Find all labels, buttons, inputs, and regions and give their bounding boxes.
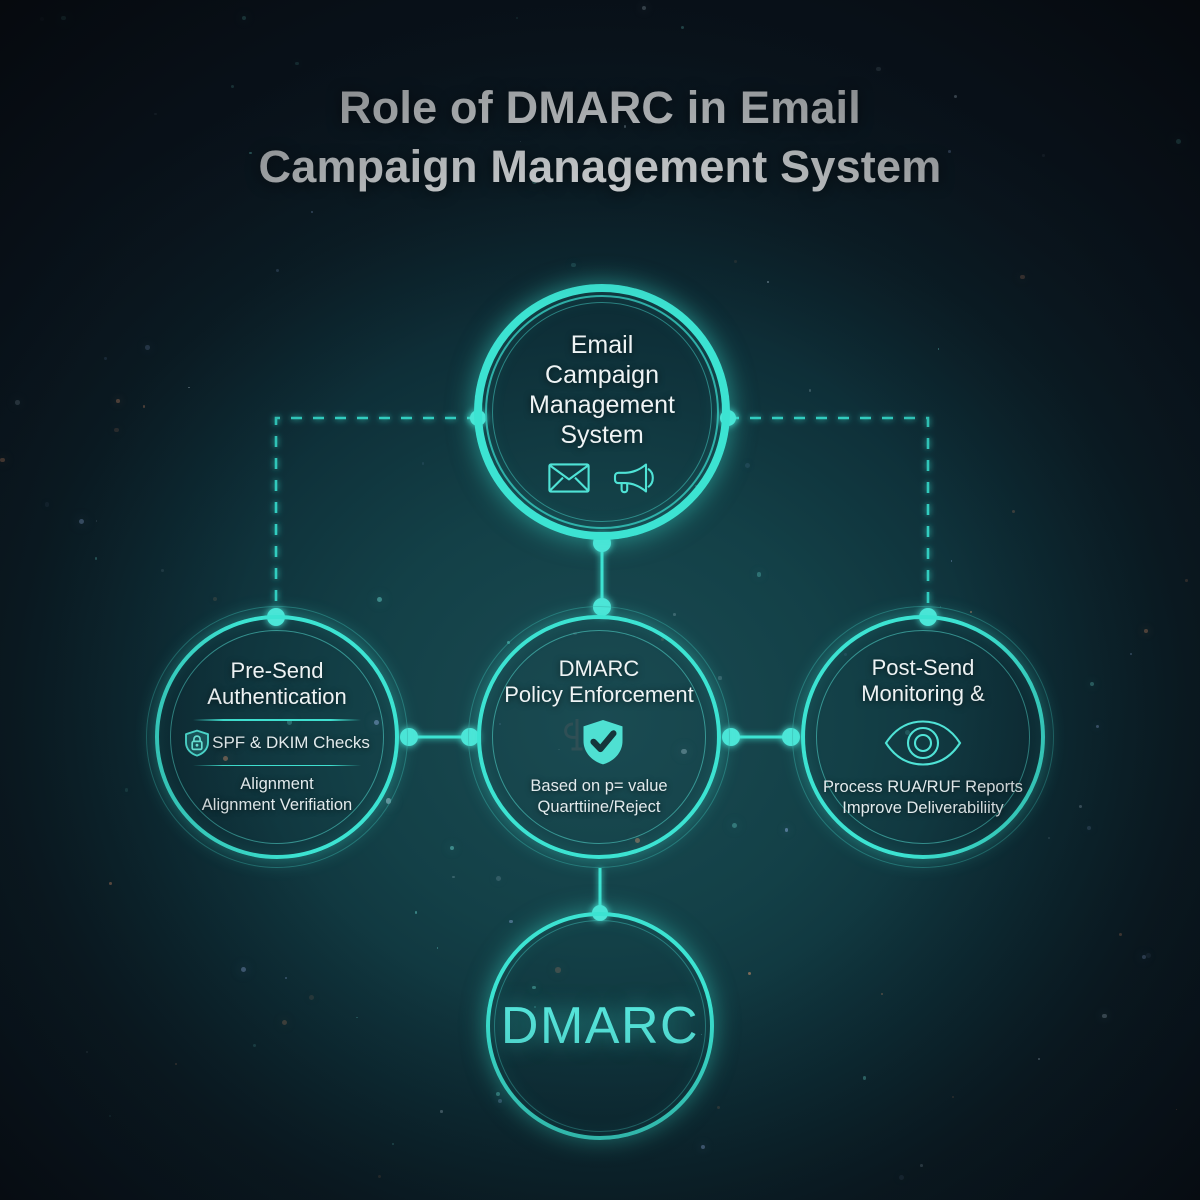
node-content: Email Campaign Management System bbox=[496, 306, 708, 518]
node-content: Pre-Send Authentication SPF & DKIM Check… bbox=[176, 636, 378, 838]
node-subtext-line: Quarttiine/Reject bbox=[537, 798, 661, 817]
node-subtext-line: Based on p= value bbox=[530, 777, 668, 796]
node-content: DMARC bbox=[500, 926, 700, 1126]
node-subtext-line: Improve Deliverabiliity bbox=[842, 799, 1004, 818]
node-subtext: Based on p= value Quarttiine/Reject bbox=[530, 776, 667, 818]
divider bbox=[193, 764, 361, 767]
connector-top-to-left bbox=[274, 416, 478, 616]
node-title-line: Management bbox=[529, 391, 675, 419]
connector-top-to-right bbox=[728, 416, 930, 616]
node-title-line: System bbox=[560, 421, 644, 449]
node-content: Post-Send Monitoring & Process RUA/RUF R… bbox=[822, 636, 1024, 838]
megaphone-icon bbox=[612, 462, 656, 494]
eye-icon bbox=[883, 719, 963, 767]
node-title-line: Policy Enforcement bbox=[504, 681, 694, 707]
node-title: Email Campaign Management System bbox=[529, 330, 675, 450]
node-title-line: Pre-Send bbox=[230, 657, 324, 683]
node-subtext: Alignment Alignment Verifiation bbox=[202, 774, 352, 816]
node-dmarc[interactable]: DMARC bbox=[486, 912, 714, 1140]
node-label: DMARC bbox=[500, 996, 700, 1055]
title-line-2: Campaign Management System bbox=[258, 141, 942, 193]
node-title-line: Authentication bbox=[207, 683, 347, 709]
node-title-line: DMARC bbox=[558, 655, 640, 681]
shield-check-icon bbox=[562, 716, 636, 770]
page-title: Role of DMARC in Email Campaign Manageme… bbox=[0, 78, 1200, 197]
node-post-send-monitoring[interactable]: Post-Send Monitoring & Process RUA/RUF R… bbox=[792, 606, 1054, 868]
node-feature-label: SPF & DKIM Checks bbox=[212, 732, 370, 752]
title-line-1: Role of DMARC in Email bbox=[339, 82, 861, 133]
node-title-line: Monitoring & bbox=[861, 680, 985, 706]
node-subtext: Process RUA/RUF Reports Improve Delivera… bbox=[823, 777, 1023, 819]
envelope-icon bbox=[548, 463, 590, 493]
node-title: Pre-Send Authentication bbox=[207, 658, 346, 711]
node-title-line: Email bbox=[570, 331, 634, 359]
node-feature-row: SPF & DKIM Checks bbox=[184, 729, 370, 757]
node-title-line: Campaign bbox=[545, 361, 659, 389]
node-title: DMARC Policy Enforcement bbox=[504, 656, 694, 709]
node-content: DMARC Policy Enforcement Based on p= val… bbox=[498, 636, 700, 838]
node-title: Post-Send Monitoring & bbox=[861, 655, 985, 708]
node-subtext-line: Process RUA/RUF Reports bbox=[823, 778, 1023, 797]
node-email-campaign-management-system[interactable]: Email Campaign Management System bbox=[474, 284, 730, 540]
divider bbox=[193, 719, 361, 721]
node-pre-send-authentication[interactable]: Pre-Send Authentication SPF & DKIM Check… bbox=[146, 606, 408, 868]
shield-lock-icon bbox=[184, 729, 210, 757]
node-icon-row bbox=[548, 462, 656, 494]
node-dmarc-policy-enforcement[interactable]: DMARC Policy Enforcement Based on p= val… bbox=[468, 606, 730, 868]
node-subtext-line: Alignment Verifiation bbox=[201, 796, 353, 815]
node-title-line: Post-Send bbox=[871, 654, 975, 680]
node-subtext-line: Alignment bbox=[240, 775, 314, 794]
